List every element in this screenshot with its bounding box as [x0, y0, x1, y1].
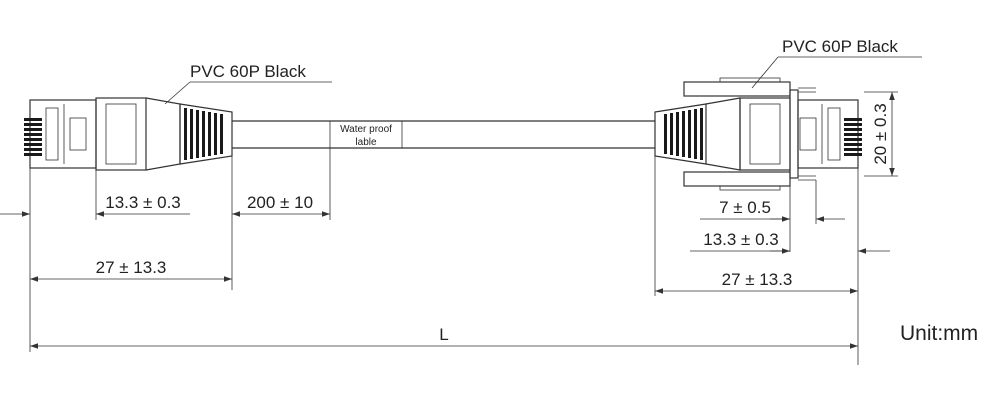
- left-connector: [24, 97, 233, 171]
- dim-right-tip: 7 ± 0.5: [719, 198, 771, 217]
- left-material-callout: PVC 60P Black: [164, 62, 332, 105]
- dim-total-length: L: [439, 325, 448, 344]
- waterproof-label-tag: [329, 120, 403, 149]
- dim-right-boot: 13.3 ± 0.3: [703, 230, 779, 249]
- right-material-label: PVC 60P Black: [782, 37, 898, 56]
- left-plug-contacts: [24, 118, 42, 156]
- right-material-callout: PVC 60P Black: [751, 37, 922, 89]
- dim-label-offset: 200 ± 10: [247, 193, 313, 212]
- left-boot-ribs: [184, 108, 223, 160]
- left-material-label: PVC 60P Black: [190, 62, 306, 81]
- dim-left-overall: 27 ± 13.3: [96, 258, 167, 277]
- unit-label: Unit:mm: [900, 322, 978, 345]
- right-plug-contacts: [844, 118, 862, 156]
- label-tag-line2: lable: [355, 137, 377, 148]
- dim-right-height: 20 ± 0.3: [871, 103, 890, 164]
- dim-left-boot: 13.3 ± 0.3: [105, 193, 181, 212]
- cable-body: Water proof lable: [232, 120, 655, 149]
- right-connector: [654, 77, 862, 191]
- dimension-lines: 13.3 ± 0.3 200 ± 10 27 ± 13.3 7 ± 0.5 13…: [0, 91, 898, 365]
- right-boot-ribs: [664, 108, 703, 160]
- label-tag-line1: Water proof: [340, 124, 392, 135]
- dim-right-overall: 27 ± 13.3: [722, 270, 793, 289]
